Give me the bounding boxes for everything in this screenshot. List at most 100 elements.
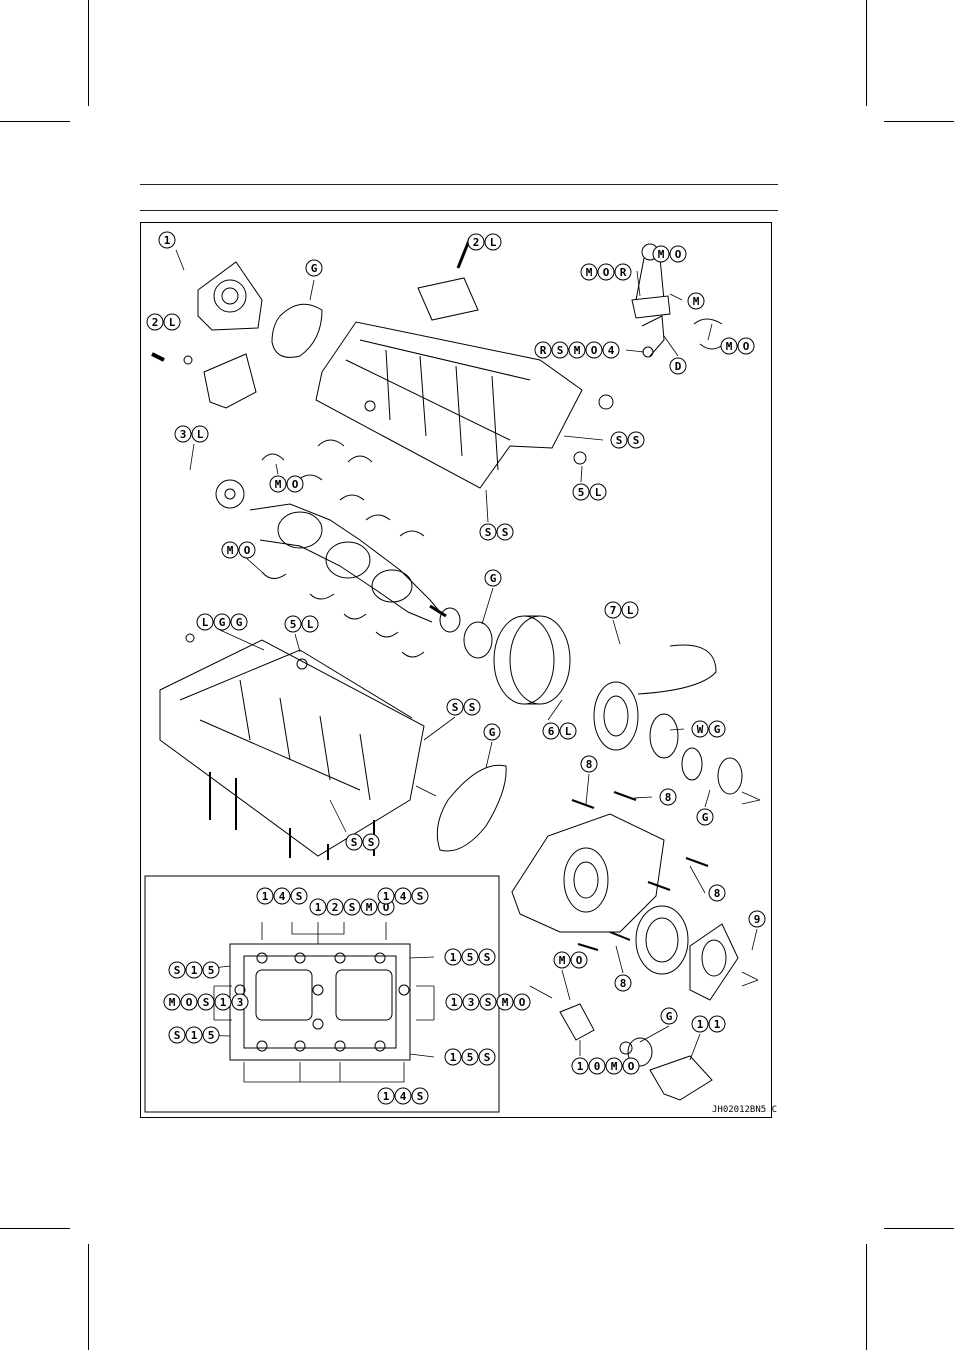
callout-label: 4 [608, 344, 615, 357]
callout-label: O [603, 266, 610, 279]
callout-c-8b: 8 [660, 789, 676, 805]
lower-crankcase [160, 634, 424, 856]
callout-label: M [502, 996, 509, 1009]
bracket-part [204, 354, 256, 408]
callout-label: 2 [152, 316, 159, 329]
callout-label: 5 [208, 1029, 215, 1042]
callout-label: 1 [577, 1060, 584, 1073]
callout-label: S [417, 1090, 424, 1103]
callout-label: O [519, 996, 526, 1009]
callout-label: 1 [697, 1018, 704, 1031]
oil-seal [464, 622, 492, 658]
o-ring-seal [272, 304, 322, 357]
callout-label: O [576, 954, 583, 967]
callout-label: S [452, 701, 459, 714]
callout-label: 4 [400, 890, 407, 903]
callout-label: S [174, 1029, 181, 1042]
figure-code: JH02012BN5 C [712, 1105, 777, 1115]
callout-label: 1 [450, 951, 457, 964]
callout-c-mo3: MO [270, 476, 303, 492]
callout-label: S [417, 890, 424, 903]
flywheel [494, 616, 570, 704]
breather-plate [418, 278, 478, 320]
callout-label: 5 [208, 964, 215, 977]
callout-label: O [743, 340, 750, 353]
callout-c-10: 10MO [572, 1058, 639, 1074]
callout-c-1: 1 [159, 232, 175, 248]
callout-label: S [616, 434, 623, 447]
callout-c-8a: 8 [581, 756, 597, 772]
callout-c-mo2: MO [721, 338, 754, 354]
callout-label: 4 [400, 1090, 407, 1103]
callout-label: G [702, 811, 709, 824]
callout-label: O [628, 1060, 635, 1073]
callout-label: M [559, 954, 566, 967]
callout-label: S [502, 526, 509, 539]
callout-label: M [726, 340, 733, 353]
callout-c-wg: WG [692, 721, 725, 737]
callout-label: R [540, 344, 547, 357]
callout-label: 0 [594, 1060, 601, 1073]
callout-c-g3: G [484, 724, 500, 740]
callout-label: O [292, 478, 299, 491]
callout-label: S [203, 996, 210, 1009]
callout-label: G [219, 616, 226, 629]
callout-label: M [366, 901, 373, 914]
callout-c-14b: 14S [378, 888, 428, 904]
callout-label: G [490, 572, 497, 585]
callout-label: 8 [665, 791, 672, 804]
callout-label: 1 [451, 996, 458, 1009]
outer-cover-part [198, 262, 262, 330]
callout-c-9: 9 [749, 911, 765, 927]
callout-label: 5 [290, 618, 297, 631]
callout-label: G [489, 726, 496, 739]
callout-label: S [174, 964, 181, 977]
callout-label: G [311, 262, 318, 275]
callout-label: 1 [450, 1051, 457, 1064]
callout-label: L [202, 616, 209, 629]
callout-c-3: 3L [175, 426, 208, 442]
callout-c-s15b: S15 [169, 1027, 219, 1043]
gasket-part [437, 765, 506, 851]
callout-label: 7 [610, 604, 617, 617]
callout-label: O [244, 544, 251, 557]
callout-label: 5 [578, 486, 585, 499]
callout-c-g2: G [485, 570, 501, 586]
callout-c-ss1: SS [611, 432, 644, 448]
callout-label: L [169, 316, 176, 329]
callout-label: G [666, 1010, 673, 1023]
callout-label: 1 [191, 964, 198, 977]
callout-label: 3 [237, 996, 244, 1009]
callout-label: S [351, 836, 358, 849]
callout-label: 3 [180, 428, 187, 441]
callout-label: S [485, 526, 492, 539]
bearing-part [650, 714, 678, 758]
callout-c-8d: 8 [615, 975, 631, 991]
callout-c-ss2: SS [480, 524, 513, 540]
callout-label: S [469, 701, 476, 714]
callout-label: 1 [262, 890, 269, 903]
callout-label: G [714, 723, 721, 736]
callout-label: S [484, 1051, 491, 1064]
callout-label: S [485, 996, 492, 1009]
callout-label: M [574, 344, 581, 357]
callout-c-m: M [688, 293, 704, 309]
callout-label: 8 [620, 977, 627, 990]
callout-label: M [658, 248, 665, 261]
callout-label: M [693, 295, 700, 308]
callout-c-8c: 8 [709, 885, 725, 901]
callout-c-g4: G [697, 809, 713, 825]
callout-c-ss4: SS [346, 834, 379, 850]
callout-label: M [275, 478, 282, 491]
callout-label: S [368, 836, 375, 849]
callout-label: S [349, 901, 356, 914]
